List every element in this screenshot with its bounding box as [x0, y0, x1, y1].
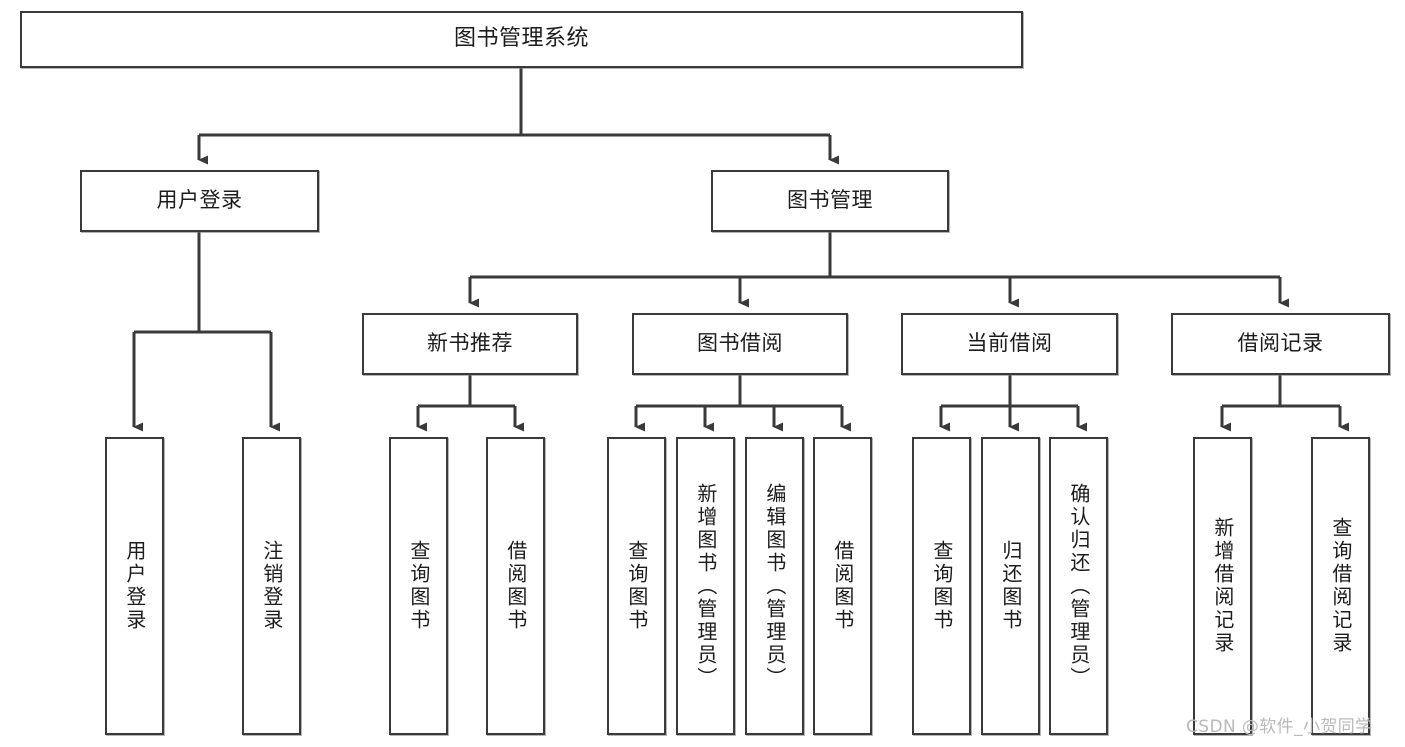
node-leaf-confirm-return-admin[interactable]: 确认归还（管理员） [1049, 437, 1108, 735]
node-leaf-return-book[interactable]: 归还图书 [981, 437, 1040, 735]
node-user-login[interactable]: 用户登录 [80, 170, 319, 232]
node-label: 用户登录 [122, 540, 147, 632]
node-leaf-user-logout[interactable]: 注销登录 [242, 437, 301, 735]
watermark-text: CSDN @软件_小贺同学 [1186, 717, 1373, 737]
node-label: 用户登录 [156, 188, 243, 213]
node-new-book-recommend[interactable]: 新书推荐 [362, 313, 578, 375]
node-book-management[interactable]: 图书管理 [711, 170, 949, 232]
node-label: 查询图书 [624, 540, 649, 632]
edges-currentborrow-to-leaves [939, 375, 1087, 432]
node-label: 归还图书 [998, 540, 1023, 632]
node-book-borrow[interactable]: 图书借阅 [632, 313, 848, 375]
node-leaf-user-login[interactable]: 用户登录 [105, 437, 164, 735]
node-label: 图书借阅 [697, 331, 783, 356]
node-label: 借阅图书 [503, 540, 528, 632]
node-root-book-management-system[interactable]: 图书管理系统 [20, 11, 1023, 68]
node-leaf-borrow-book[interactable]: 借阅图书 [813, 437, 872, 735]
node-leaf-edit-book-admin[interactable]: 编辑图书（管理员） [745, 437, 804, 735]
edges-userlogin-to-leaves [132, 232, 280, 432]
node-label: 借阅图书 [830, 540, 855, 632]
node-label: 新增借阅记录 [1210, 517, 1235, 655]
node-leaf-borrow-book-recommend[interactable]: 借阅图书 [486, 437, 545, 735]
node-leaf-query-book-recommend[interactable]: 查询图书 [389, 437, 448, 735]
node-label: 注销登录 [259, 540, 284, 632]
node-leaf-add-borrow-record[interactable]: 新增借阅记录 [1193, 437, 1252, 735]
node-current-borrow[interactable]: 当前借阅 [901, 313, 1118, 375]
node-leaf-query-book-current[interactable]: 查询图书 [912, 437, 971, 735]
edges-bookborrow-to-leaves [634, 375, 851, 432]
node-label: 查询借阅记录 [1328, 517, 1353, 655]
node-leaf-query-book-borrow[interactable]: 查询图书 [607, 437, 666, 735]
edges-borrowrecord-to-leaves [1220, 375, 1349, 432]
edges-bookmanage-to-level3 [468, 232, 1289, 308]
node-label: 借阅记录 [1237, 331, 1324, 356]
node-label: 确认归还（管理员） [1066, 482, 1091, 690]
node-label: 新书推荐 [427, 331, 513, 356]
node-leaf-add-book-admin[interactable]: 新增图书（管理员） [676, 437, 735, 735]
node-label: 查询图书 [929, 540, 954, 632]
node-leaf-query-borrow-record[interactable]: 查询借阅记录 [1311, 437, 1370, 735]
node-label: 查询图书 [406, 540, 431, 632]
node-label: 图书管理系统 [453, 26, 589, 52]
node-borrow-record[interactable]: 借阅记录 [1171, 313, 1390, 375]
node-label: 新增图书（管理员） [693, 482, 718, 690]
edges-newbook-to-leaves [416, 375, 524, 432]
edges-root-to-level2 [197, 68, 839, 165]
node-label: 当前借阅 [966, 331, 1053, 356]
node-label: 编辑图书（管理员） [762, 482, 787, 690]
node-label: 图书管理 [787, 188, 873, 213]
